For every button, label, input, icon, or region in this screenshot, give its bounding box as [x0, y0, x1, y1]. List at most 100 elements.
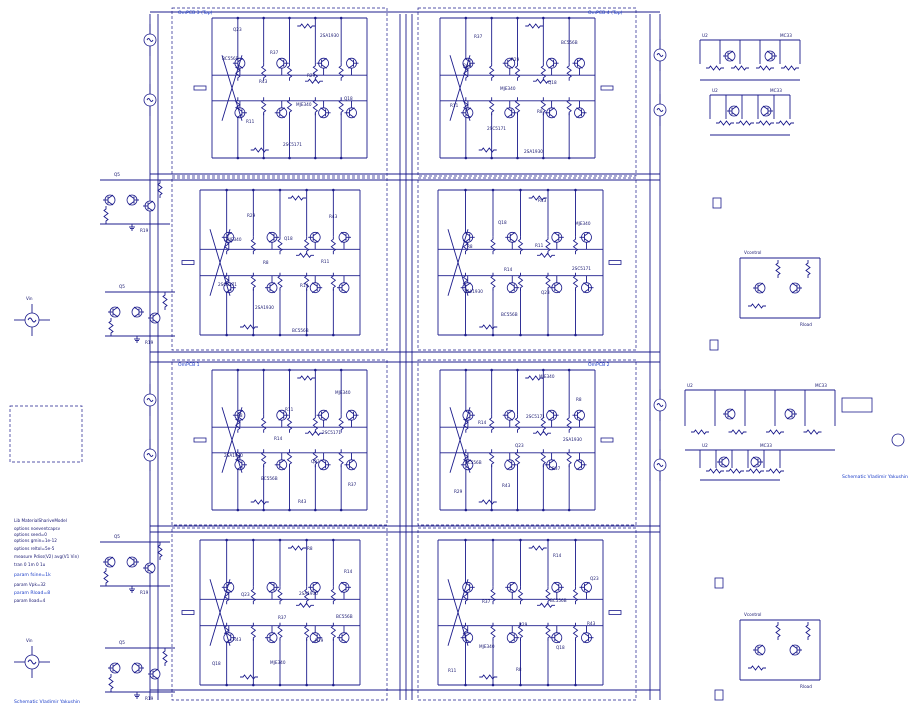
resistor-symbol: [488, 414, 495, 433]
component-label: R43: [233, 637, 242, 642]
schematic-wire: [312, 231, 319, 237]
schematic-wire: [465, 282, 471, 287]
component-label: R37: [482, 599, 491, 604]
component-label: BC556B: [261, 476, 278, 481]
resistor-symbol: [260, 97, 267, 116]
schematic-wire: [128, 563, 135, 568]
component-label: Q23: [311, 459, 320, 464]
component-label: R14: [344, 569, 353, 574]
resistor-symbol: [103, 568, 109, 586]
component-label: MJE340: [539, 374, 555, 379]
schematic-wire: [269, 282, 276, 287]
component-label: MJE340: [335, 390, 351, 395]
component-label: Rload: [800, 322, 812, 327]
schematic-wire: [507, 416, 514, 421]
bottom-note: Schematic Vladimir Yakushin: [14, 699, 80, 705]
schematic-wire: [107, 201, 114, 206]
resistor-symbol: [305, 78, 323, 84]
junction-dot: [262, 368, 265, 372]
schematic-wire: [269, 638, 276, 644]
component-label: R11: [246, 119, 255, 124]
schematic-wire: [320, 459, 326, 464]
schematic-wire: [721, 456, 728, 461]
schematic-wire: [577, 64, 583, 69]
resistor-symbol: [766, 429, 784, 435]
schematic-wire: [226, 581, 233, 587]
junction-dot: [278, 538, 282, 542]
junction-dot: [464, 16, 468, 20]
schematic-wire: [553, 581, 560, 587]
component-label: MC33: [770, 88, 782, 93]
schematic-wire: [348, 57, 354, 63]
schematic-wire: [464, 57, 471, 63]
schematic-wire: [727, 50, 734, 55]
schematic-wire: [152, 312, 159, 317]
voltage-source-symbol: [146, 38, 154, 42]
component-label: Q23: [515, 443, 524, 448]
side-note: param fsine=1k: [14, 572, 51, 578]
resistor-symbol: [537, 252, 555, 259]
component-label: 2SA1930: [255, 305, 274, 310]
resistor-symbol: [528, 195, 547, 201]
schematic-wire: [447, 579, 469, 646]
amplifier-stage: Q23R37R29Q18R112SC51712SA1930BC556BR43MJ…: [193, 16, 368, 160]
schematic-wire: [576, 113, 582, 119]
junction-dot: [262, 156, 265, 160]
resistor-symbol: [108, 674, 114, 692]
component-label: R29: [511, 57, 520, 62]
component-label: R29: [519, 622, 528, 627]
schematic-wire: [509, 581, 516, 587]
junction-dot: [519, 538, 522, 542]
schematic-wire: [583, 288, 589, 294]
schematic-wire: [553, 238, 560, 243]
component-label: R37: [348, 482, 357, 487]
junction-dot: [288, 368, 291, 372]
schematic-wire: [321, 416, 327, 421]
component-label: 2SA1930: [299, 591, 318, 596]
schematic-wire: [236, 107, 243, 112]
net-port: [193, 437, 207, 443]
schematic-wire: [279, 107, 286, 112]
junction-dot: [314, 508, 317, 512]
resistor-symbol: [540, 414, 547, 433]
resistor-symbol: [338, 62, 344, 81]
resistor-symbol: [250, 147, 269, 153]
component-label: Q5: [119, 640, 125, 645]
side-note: tran 0 1m 0 1u: [14, 562, 46, 567]
component-label: R43: [502, 483, 511, 488]
schematic-wire: [766, 57, 773, 62]
schematic-wire: [762, 112, 769, 117]
resistor-symbol: [488, 449, 495, 468]
schematic-wire: [727, 408, 734, 413]
resistor-symbol: [566, 97, 572, 116]
component-label: MJE340: [226, 237, 242, 242]
resistor-symbol: [288, 195, 306, 201]
schematic-wire: [786, 408, 793, 413]
schematic-wire: [279, 459, 286, 464]
schematic-wire: [449, 55, 471, 121]
resistor-symbol: [533, 430, 551, 436]
junction-dot: [567, 156, 571, 160]
schematic-wire: [341, 288, 348, 294]
schematic-wire: [268, 581, 275, 587]
component-label: U2: [702, 443, 708, 448]
schematic-wire: [152, 668, 159, 673]
component-label: MC33: [780, 33, 792, 38]
resistor-symbol: [748, 303, 766, 309]
resistor-symbol: [330, 586, 337, 605]
resistor-symbol: [537, 602, 555, 609]
schematic-wire: [321, 64, 327, 69]
schematic-wire: [576, 107, 582, 112]
junction-dot: [278, 333, 282, 337]
schematic-wire: [506, 459, 513, 464]
junction-dot: [491, 188, 495, 192]
component-label: MC33: [760, 443, 772, 448]
schematic-wire: [133, 662, 140, 667]
component-label: 2SC5171: [218, 282, 237, 287]
junction-dot: [236, 16, 240, 20]
schematic-wire: [791, 289, 798, 294]
